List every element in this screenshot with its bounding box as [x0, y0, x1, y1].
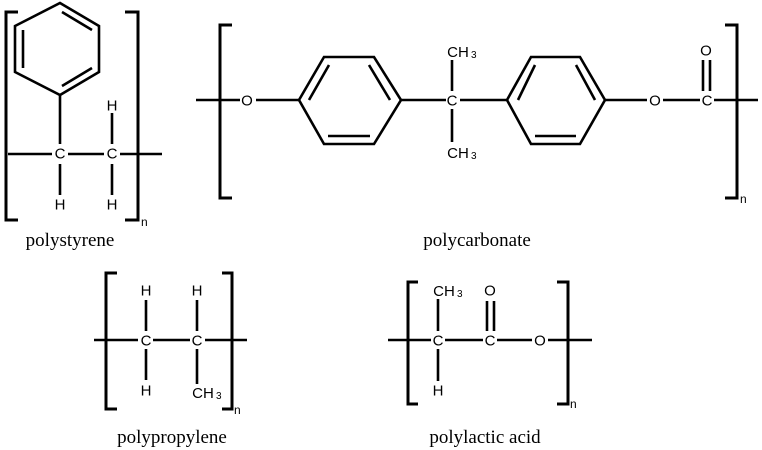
repeat-subscript: n: [570, 397, 577, 411]
carbon-atom: C: [141, 333, 152, 350]
hydrogen-atom: H: [107, 98, 118, 115]
polypropylene-structure: n C C H H H CH 3 polypropylene: [94, 271, 247, 448]
methyl-group: CH: [192, 385, 214, 402]
repeat-subscript: n: [740, 192, 747, 206]
polystyrene-structure: n C C H H H polystyrene: [4, 1, 162, 251]
methyl-group: CH: [433, 283, 455, 300]
left-bracket: [218, 23, 232, 200]
benzene-ring: [505, 55, 607, 146]
methyl-group: CH: [447, 145, 469, 162]
structure-label: polylactic acid: [429, 427, 541, 448]
carbon-atom: C: [702, 93, 713, 110]
carbon-atom: C: [192, 333, 203, 350]
benzene-ring: [297, 55, 403, 146]
oxygen-atom: O: [534, 333, 546, 350]
left-bracket: [406, 280, 418, 406]
structure-label: polypropylene: [117, 427, 227, 448]
methyl-group: CH: [447, 44, 469, 61]
hydrogen-atom: H: [55, 197, 66, 214]
hydrogen-atom: H: [433, 383, 444, 400]
oxygen-atom: O: [649, 93, 661, 110]
polycarbonate-structure: n O C CH 3 CH 3 O: [196, 23, 758, 251]
oxygen-atom: O: [700, 43, 712, 60]
oxygen-atom: O: [484, 283, 496, 300]
hydrogen-atom: H: [141, 383, 152, 400]
subscript: 3: [471, 151, 477, 162]
right-bracket: [725, 23, 739, 200]
benzene-ring: [13, 1, 101, 97]
left-bracket: [4, 10, 18, 222]
hydrogen-atom: H: [141, 283, 152, 300]
hydrogen-atom: H: [107, 197, 118, 214]
oxygen-atom: O: [241, 93, 253, 110]
subscript: 3: [457, 289, 463, 300]
subscript: 3: [216, 391, 222, 402]
carbon-atom: C: [447, 93, 458, 110]
carbon-atom: C: [433, 333, 444, 350]
structure-label: polystyrene: [26, 230, 115, 251]
right-bracket: [125, 10, 140, 222]
repeat-subscript: n: [234, 403, 241, 417]
subscript: 3: [471, 50, 477, 61]
hydrogen-atom: H: [192, 283, 203, 300]
carbon-atom: C: [485, 333, 496, 350]
carbon-atom: C: [107, 146, 118, 163]
right-bracket: [557, 280, 570, 406]
carbon-atom: C: [55, 146, 66, 163]
polylactic-acid-structure: n C C O O CH 3 H polylactic acid: [388, 280, 592, 448]
repeat-subscript: n: [141, 215, 148, 229]
structure-label: polycarbonate: [423, 230, 531, 251]
